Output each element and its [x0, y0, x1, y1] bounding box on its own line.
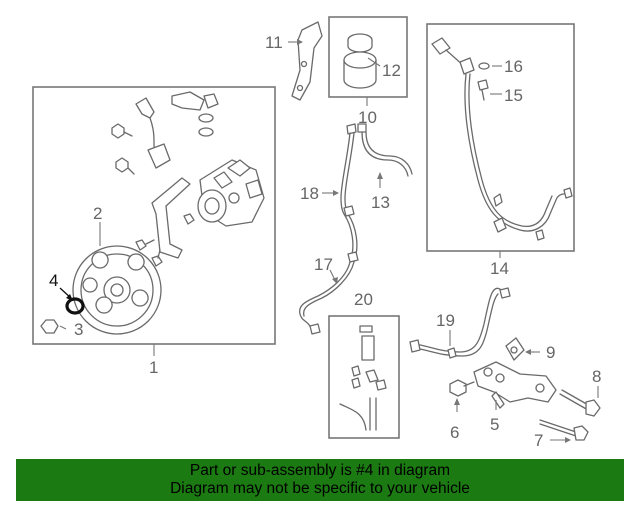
callout-17: 17 — [314, 255, 333, 274]
callout-10: 10 — [358, 108, 377, 127]
callout-11: 11 — [265, 33, 283, 52]
pressure-fitting[interactable] — [135, 91, 219, 169]
info-banner: Part or sub-assembly is #4 in diagram Di… — [16, 459, 624, 501]
pressure-hose-group: 16 15 14 — [426, 23, 575, 278]
cooler-assembly[interactable] — [339, 325, 387, 431]
pressure-hose-box — [426, 23, 575, 252]
pump-bracket[interactable] — [151, 177, 191, 259]
mounting-bracket[interactable] — [473, 361, 557, 409]
callout-7: 7 — [534, 431, 543, 450]
bolt-8[interactable] — [559, 389, 601, 417]
pulley[interactable] — [72, 245, 162, 335]
pressure-hose[interactable] — [431, 37, 573, 241]
callout-1: 1 — [149, 358, 158, 377]
bolt-6[interactable] — [449, 379, 475, 397]
cooler-line[interactable] — [409, 287, 511, 359]
callout-5: 5 — [490, 415, 499, 434]
reservoir[interactable] — [343, 33, 377, 89]
o-rings[interactable] — [198, 113, 214, 137]
banner-line-2: Diagram may not be specific to your vehi… — [170, 480, 470, 497]
callout-8: 8 — [592, 367, 601, 386]
pump-assembly-group: 2 3 4 1 — [32, 86, 276, 377]
o-ring-16[interactable] — [478, 62, 490, 70]
callout-4: 4 — [49, 271, 58, 290]
callout-2: 2 — [93, 204, 102, 223]
parts-diagram: 2 3 4 1 11 12 10 — [32, 16, 601, 450]
callout-6: 6 — [450, 423, 459, 442]
banjo-bolt-15[interactable] — [477, 79, 489, 101]
bolt-7[interactable] — [539, 419, 589, 441]
callout-9: 9 — [546, 343, 555, 362]
return-hoses[interactable] — [298, 123, 413, 335]
callout-19: 19 — [436, 311, 455, 330]
reservoir-box — [328, 16, 408, 98]
callout-3: 3 — [74, 320, 83, 339]
cooler-group: 20 — [328, 290, 400, 439]
callout-15: 15 — [504, 86, 523, 105]
reservoir-group: 12 10 — [328, 16, 408, 127]
callout-14: 14 — [490, 259, 509, 278]
hose-bracket[interactable]: 11 — [265, 21, 323, 101]
clamp[interactable] — [505, 337, 525, 361]
callout-20: 20 — [354, 290, 373, 309]
power-steering-pump[interactable] — [197, 159, 265, 227]
callout-12: 12 — [382, 61, 401, 80]
callout-16: 16 — [504, 57, 523, 76]
cooler-box — [328, 315, 400, 439]
pump-bolts[interactable] — [111, 123, 195, 267]
nut[interactable] — [40, 319, 59, 334]
callout-13: 13 — [371, 193, 390, 212]
banner-line-1: Part or sub-assembly is #4 in diagram — [189, 462, 451, 479]
snap-ring[interactable] — [65, 297, 85, 315]
callout-18: 18 — [300, 184, 319, 203]
